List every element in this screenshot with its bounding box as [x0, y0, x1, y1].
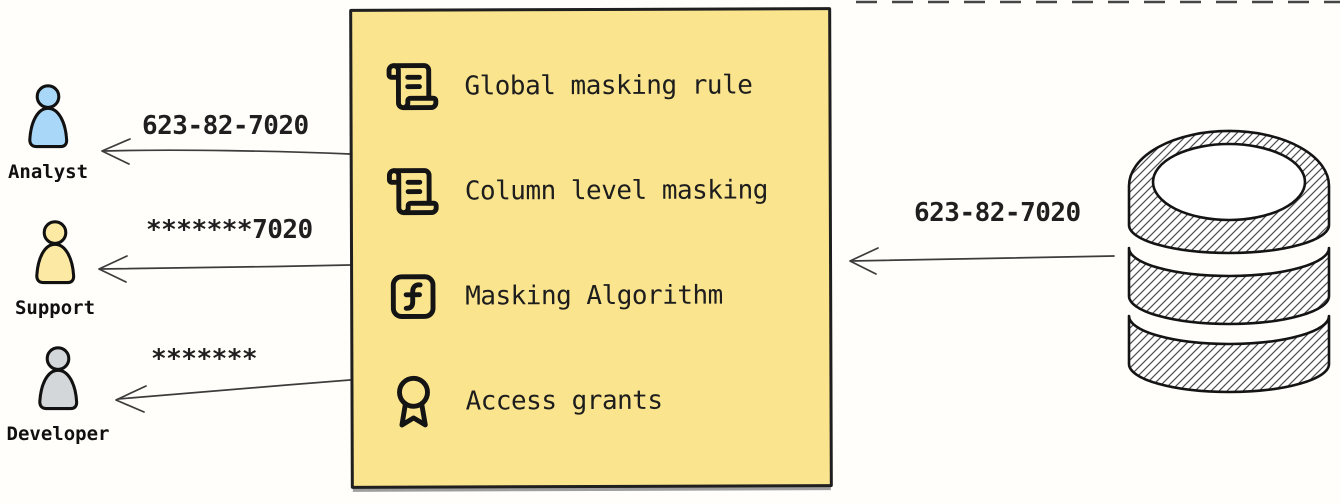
rule-label: Masking Algorithm [465, 280, 723, 312]
arrow-box-to-developer [115, 379, 351, 413]
database-icon [1127, 129, 1331, 394]
rule-row-global-masking: Global masking rule [384, 53, 828, 119]
masked-value-developer: ******* [151, 344, 258, 374]
masking-rules-box: Global masking rule Column level masking [349, 7, 833, 489]
rule-row-access-grants: Access grants [385, 368, 829, 434]
actor-developer: Developer [6, 346, 110, 445]
rule-row-masking-algorithm: Masking Algorithm [385, 263, 829, 329]
actor-analyst: Analyst [1, 84, 95, 183]
rule-label: Access grants [465, 385, 663, 417]
award-icon [385, 374, 441, 430]
masked-value-analyst: 623-82-7020 [142, 111, 309, 141]
raw-value-from-database: 623-82-7020 [914, 198, 1081, 228]
actor-label: Support [14, 297, 96, 319]
actor-label: Analyst [7, 161, 89, 183]
rule-label: Column level masking [464, 175, 768, 207]
rule-row-column-masking: Column level masking [385, 158, 829, 224]
masked-value-support: *******7020 [146, 215, 313, 245]
person-icon [38, 346, 79, 411]
rule-label: Global masking rule [464, 70, 753, 102]
scroll-icon [385, 164, 441, 220]
actor-label: Developer [6, 423, 110, 445]
person-icon [28, 84, 69, 149]
scroll-icon [384, 59, 440, 115]
person-icon [35, 220, 76, 285]
function-icon [385, 269, 441, 325]
arrow-database-to-box [849, 247, 1115, 275]
actor-support: Support [7, 220, 103, 319]
arrow-box-to-analyst [101, 138, 351, 165]
arrow-box-to-support [98, 255, 351, 283]
